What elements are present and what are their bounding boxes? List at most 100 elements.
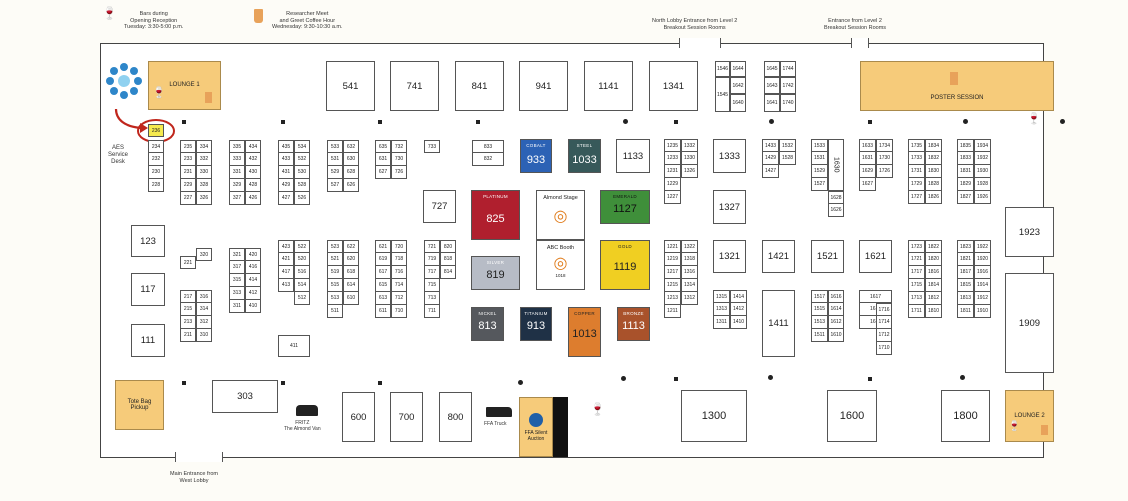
booth-627[interactable]: 627 <box>375 166 391 179</box>
booth-1219[interactable]: 1219 <box>664 253 681 266</box>
booth-426[interactable]: 426 <box>245 192 261 205</box>
booth-1332[interactable]: 1332 <box>681 139 698 152</box>
booth-1227[interactable]: 1227 <box>664 191 681 204</box>
booth-512[interactable]: 512 <box>294 292 310 305</box>
booth-833[interactable]: 833 <box>472 140 504 153</box>
booth-1221[interactable]: 1221 <box>664 240 681 253</box>
booth-1815[interactable]: 1815 <box>957 279 974 292</box>
booth-1517[interactable]: 1517 <box>811 290 828 303</box>
booth-1133[interactable]: 1133 <box>616 139 650 173</box>
booth-716[interactable]: 716 <box>391 266 407 279</box>
booth-1922[interactable]: 1922 <box>974 240 991 253</box>
booth-711[interactable]: 711 <box>424 305 440 318</box>
booth-117[interactable]: 117 <box>131 273 165 306</box>
booth-1731[interactable]: 1731 <box>908 165 925 178</box>
tote-bag-pickup[interactable]: Tote Bag Pickup <box>115 380 164 430</box>
booth-632[interactable]: 632 <box>343 140 359 153</box>
booth-1326[interactable]: 1326 <box>681 165 698 178</box>
booth-1631[interactable]: 1631 <box>859 152 876 165</box>
booth-1521[interactable]: 1521 <box>811 240 844 273</box>
booth-435[interactable]: 435 <box>278 140 294 153</box>
booth-1727[interactable]: 1727 <box>908 191 925 204</box>
booth-712[interactable]: 712 <box>391 292 407 305</box>
booth-614[interactable]: 614 <box>343 279 359 292</box>
booth-1910[interactable]: 1910 <box>974 305 991 318</box>
booth-234[interactable]: 234 <box>148 140 164 153</box>
booth-1712[interactable]: 1712 <box>876 329 892 342</box>
booth-417[interactable]: 417 <box>278 266 294 279</box>
booth-431[interactable]: 431 <box>278 166 294 179</box>
booth-533[interactable]: 533 <box>327 140 343 153</box>
booth-334[interactable]: 334 <box>196 140 212 153</box>
booth-213[interactable]: 213 <box>180 316 196 329</box>
booth-522[interactable]: 522 <box>294 240 310 253</box>
booth-710[interactable]: 710 <box>391 305 407 318</box>
booth-1633[interactable]: 1633 <box>859 139 876 152</box>
booth-1321[interactable]: 1321 <box>713 240 746 273</box>
booth-1642[interactable]: 1642 <box>730 77 746 94</box>
booth-316[interactable]: 316 <box>196 290 212 303</box>
booth-1546[interactable]: 1546 <box>715 61 730 77</box>
level2-door[interactable] <box>851 38 869 48</box>
booth-818[interactable]: 818 <box>440 253 456 266</box>
booth-229[interactable]: 229 <box>180 179 196 192</box>
booth-1627[interactable]: 1627 <box>859 178 876 191</box>
booth-332[interactable]: 332 <box>196 153 212 166</box>
north-lobby-door[interactable] <box>679 38 721 48</box>
booth-541[interactable]: 541 <box>326 61 375 111</box>
booth-1729[interactable]: 1729 <box>908 178 925 191</box>
main-entrance-door[interactable] <box>175 452 223 462</box>
booth-513[interactable]: 513 <box>327 292 343 305</box>
booth-715[interactable]: 715 <box>424 279 440 292</box>
booth-1316[interactable]: 1316 <box>681 266 698 279</box>
booth-1333[interactable]: 1333 <box>713 139 746 173</box>
booth-529[interactable]: 529 <box>327 166 343 179</box>
booth-635[interactable]: 635 <box>375 140 391 153</box>
booth-1710[interactable]: 1710 <box>876 342 892 355</box>
booth-1531[interactable]: 1531 <box>811 152 828 165</box>
booth-1211[interactable]: 1211 <box>664 305 681 318</box>
booth-221[interactable]: 221 <box>180 256 196 269</box>
booth-1714[interactable]: 1714 <box>876 316 892 329</box>
booth-1733[interactable]: 1733 <box>908 152 925 165</box>
booth-1717[interactable]: 1717 <box>908 266 925 279</box>
booth-330[interactable]: 330 <box>196 166 212 179</box>
booth-1313[interactable]: 1313 <box>713 303 730 316</box>
booth-1830[interactable]: 1830 <box>925 165 942 178</box>
booth-1744[interactable]: 1744 <box>780 61 796 77</box>
booth-1916[interactable]: 1916 <box>974 266 991 279</box>
ffa-silent-auction[interactable]: FFA Silent Auction <box>519 397 553 457</box>
booth-1909[interactable]: 1909 <box>1005 273 1054 373</box>
booth-1730[interactable]: 1730 <box>876 152 893 165</box>
booth-1300[interactable]: 1300 <box>681 390 747 442</box>
booth-1817[interactable]: 1817 <box>957 266 974 279</box>
booth-1829[interactable]: 1829 <box>957 178 974 191</box>
booth-626[interactable]: 626 <box>343 179 359 192</box>
almond-stage[interactable]: Almond Stage◎ <box>536 190 585 240</box>
booth-1533[interactable]: 1533 <box>811 139 828 152</box>
poster-session[interactable]: POSTER SESSION <box>860 61 1054 111</box>
booth-1318[interactable]: 1318 <box>681 253 698 266</box>
booth-1532[interactable]: 1532 <box>779 139 796 152</box>
booth-1231[interactable]: 1231 <box>664 165 681 178</box>
booth-1734[interactable]: 1734 <box>876 139 893 152</box>
booth-832[interactable]: 832 <box>472 153 504 166</box>
booth-516[interactable]: 516 <box>294 266 310 279</box>
booth-228[interactable]: 228 <box>148 179 164 192</box>
booth-1614[interactable]: 1614 <box>828 303 844 316</box>
booth-717[interactable]: 717 <box>424 266 440 279</box>
booth-1735[interactable]: 1735 <box>908 139 925 152</box>
booth-1600[interactable]: 1600 <box>827 390 877 442</box>
booth-628[interactable]: 628 <box>343 166 359 179</box>
booth-1912[interactable]: 1912 <box>974 292 991 305</box>
booth-719[interactable]: 719 <box>424 253 440 266</box>
booth-726[interactable]: 726 <box>391 166 407 179</box>
booth-1527[interactable]: 1527 <box>811 178 828 191</box>
booth-1312[interactable]: 1312 <box>681 292 698 305</box>
booth-434[interactable]: 434 <box>245 140 261 153</box>
booth-235[interactable]: 235 <box>180 140 196 153</box>
booth-841[interactable]: 841 <box>455 61 504 111</box>
